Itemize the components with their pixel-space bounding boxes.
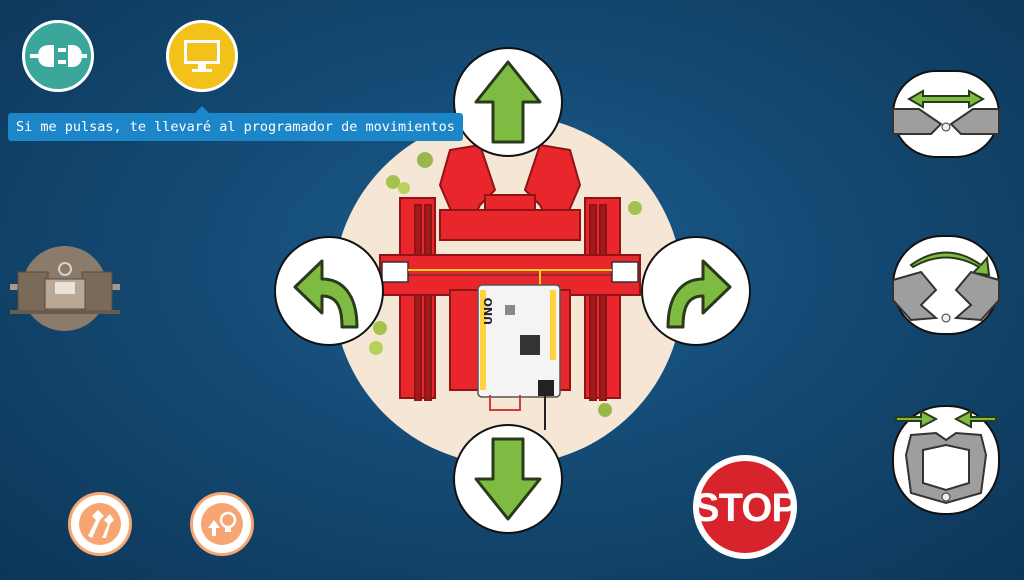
stop-label: STOP xyxy=(693,486,798,530)
claw-open-icon xyxy=(891,79,1001,149)
board-label: UNO xyxy=(482,298,495,326)
claw-close-icon xyxy=(891,405,1001,515)
robot-photo-icon xyxy=(9,254,120,324)
stop-sign-icon: STOP xyxy=(692,454,798,560)
forward-button[interactable] xyxy=(453,47,563,157)
stop-button[interactable]: STOP xyxy=(692,454,798,560)
plug-connection-icon xyxy=(28,41,88,71)
arrow-down-icon xyxy=(468,434,548,524)
idea-upload-icon xyxy=(200,502,244,546)
tools-button[interactable] xyxy=(68,492,132,556)
claw-rotate-icon xyxy=(891,240,1001,330)
backward-button[interactable] xyxy=(453,424,563,534)
idea-button[interactable] xyxy=(190,492,254,556)
monitor-icon xyxy=(182,38,222,74)
tooltip-arrow xyxy=(195,106,209,113)
robot-illustration: UNO xyxy=(369,143,642,430)
claw-close-button[interactable] xyxy=(892,405,1000,515)
turn-left-icon xyxy=(287,249,371,333)
claw-rotate-button[interactable] xyxy=(892,235,1000,335)
connect-button[interactable] xyxy=(22,20,94,92)
programmer-tooltip: Si me pulsas, te llevaré al programador … xyxy=(8,113,463,141)
programmer-button[interactable] xyxy=(166,20,238,92)
turn-right-icon xyxy=(654,249,738,333)
robot-view-button[interactable] xyxy=(9,246,120,331)
turn-right-button[interactable] xyxy=(641,236,751,346)
tools-icon xyxy=(78,502,122,546)
claw-open-button[interactable] xyxy=(892,70,1000,158)
turn-left-button[interactable] xyxy=(274,236,384,346)
arrow-up-icon xyxy=(468,57,548,147)
